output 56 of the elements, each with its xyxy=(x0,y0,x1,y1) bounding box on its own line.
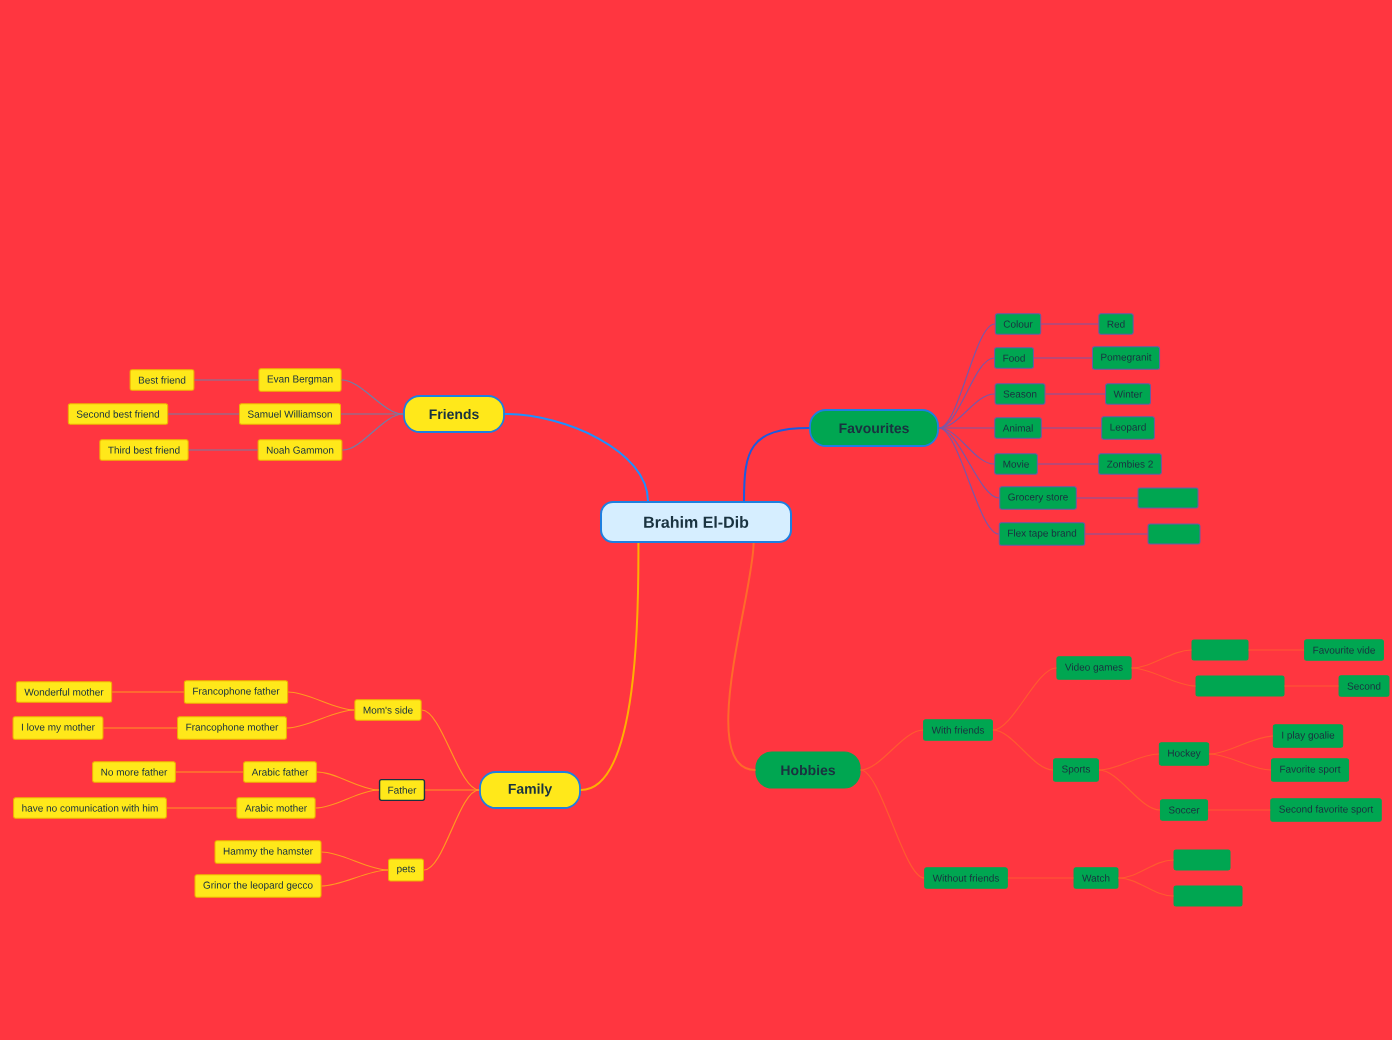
connector xyxy=(1041,427,1102,429)
connector xyxy=(1131,649,1193,669)
connector xyxy=(421,709,480,791)
empty-box xyxy=(1137,487,1199,509)
connector xyxy=(579,542,640,791)
connector xyxy=(938,427,1000,499)
connector xyxy=(1076,497,1139,499)
connector xyxy=(1044,393,1106,395)
connector xyxy=(286,709,355,729)
connector xyxy=(1117,877,1175,897)
connector xyxy=(992,729,1054,771)
connector xyxy=(938,427,995,429)
empty-box xyxy=(1147,523,1201,545)
connector xyxy=(1033,357,1093,359)
connector xyxy=(102,727,178,729)
connector xyxy=(938,393,996,429)
central-topic: Brahim El-Dib xyxy=(600,501,792,543)
connector xyxy=(320,869,389,887)
connector xyxy=(424,789,480,791)
connector xyxy=(315,789,380,809)
connector xyxy=(1117,859,1175,879)
connector xyxy=(423,789,480,871)
connector xyxy=(1040,323,1099,325)
connector xyxy=(1208,735,1274,755)
connector xyxy=(111,691,185,693)
connector xyxy=(340,413,404,415)
connector xyxy=(320,851,389,871)
empty-box xyxy=(1173,849,1231,871)
connector xyxy=(188,449,259,451)
empty-box xyxy=(1173,885,1243,907)
connector xyxy=(341,413,404,451)
connector xyxy=(503,413,649,502)
connector xyxy=(316,771,380,791)
connector xyxy=(938,427,995,465)
connector xyxy=(1131,667,1197,687)
connector xyxy=(166,807,237,809)
connector xyxy=(860,769,925,879)
connector xyxy=(340,379,404,415)
connector xyxy=(1098,769,1161,811)
connector xyxy=(167,413,240,415)
connector xyxy=(727,542,757,771)
connector xyxy=(175,771,244,773)
connector xyxy=(938,357,995,429)
connector xyxy=(938,323,996,429)
empty-box xyxy=(1195,675,1285,697)
connector xyxy=(992,667,1057,731)
connector xyxy=(938,427,1000,535)
connector xyxy=(860,729,924,771)
connector xyxy=(1037,463,1099,465)
empty-box xyxy=(1191,639,1249,661)
connector xyxy=(743,427,811,502)
connector xyxy=(1098,753,1160,771)
connector xyxy=(1084,533,1149,535)
connector xyxy=(1208,753,1272,771)
connector xyxy=(287,691,355,711)
connector xyxy=(193,379,260,381)
